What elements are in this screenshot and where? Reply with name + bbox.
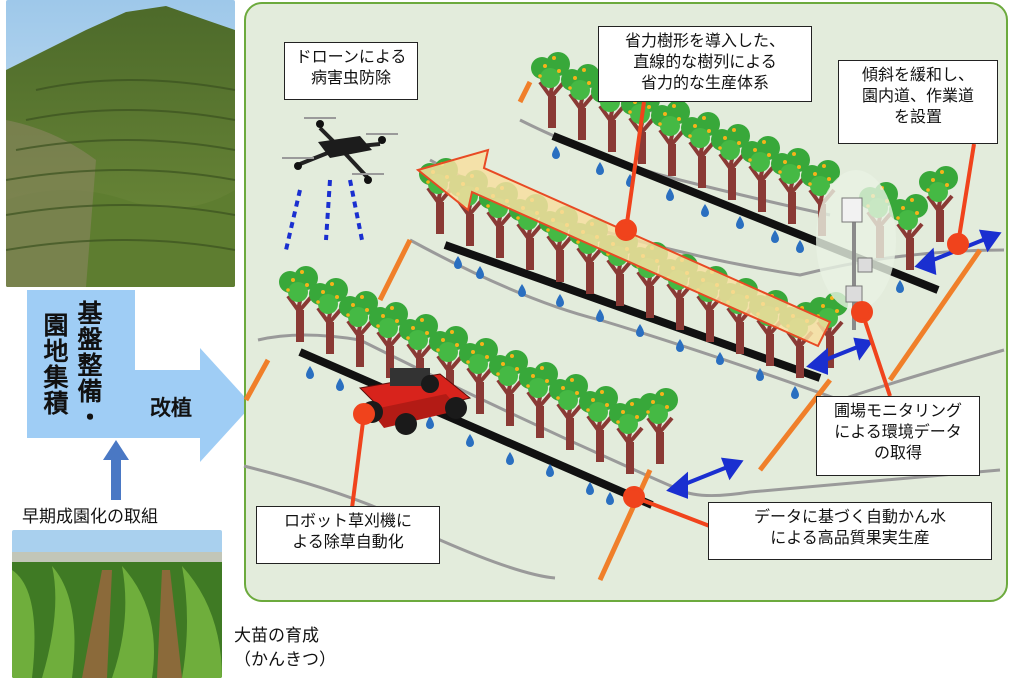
callout-auto-irrigation: データに基づく自動かん水 による高品質果実生産 xyxy=(708,502,992,560)
flow-box-horizontal xyxy=(27,370,205,438)
callout-field-monitoring: 圃場モニタリング による環境データ の取得 xyxy=(816,396,980,476)
hillside-orchard-photo xyxy=(6,0,235,287)
label-early-establishment: 早期成園化の取組 xyxy=(22,507,158,527)
flow-arrowhead-right xyxy=(200,348,252,462)
row-direction-arrow xyxy=(415,148,832,348)
callout-labor-saving-layout: 省力樹形を導入した、 直線的な樹列による 省力的な生産体系 xyxy=(598,26,812,102)
up-arrow-icon xyxy=(103,440,129,500)
callout-leaders xyxy=(350,101,976,532)
monitoring-station-icon xyxy=(816,170,896,330)
callout-drone-pest-control: ドローンによる 病害虫防除 xyxy=(284,42,418,100)
label-base-maintenance: 基盤整備・ xyxy=(74,300,103,430)
callout-robot-mower: ロボット草刈機に よる除草自動化 xyxy=(256,506,440,564)
robot-mower-icon xyxy=(358,368,472,435)
double-arrows xyxy=(666,229,1002,499)
road-posts xyxy=(243,80,983,582)
label-orchard-consolidation: 園地集積 xyxy=(40,312,69,416)
seedling-nursery-photo xyxy=(12,530,222,678)
label-replanting: 改植 xyxy=(150,396,192,420)
callout-slope-reduction: 傾斜を緩和し、 園内道、作業道 を設置 xyxy=(838,60,998,144)
drone-icon xyxy=(282,117,398,251)
label-large-seedling: 大苗の育成 （かんきつ） xyxy=(234,626,336,670)
